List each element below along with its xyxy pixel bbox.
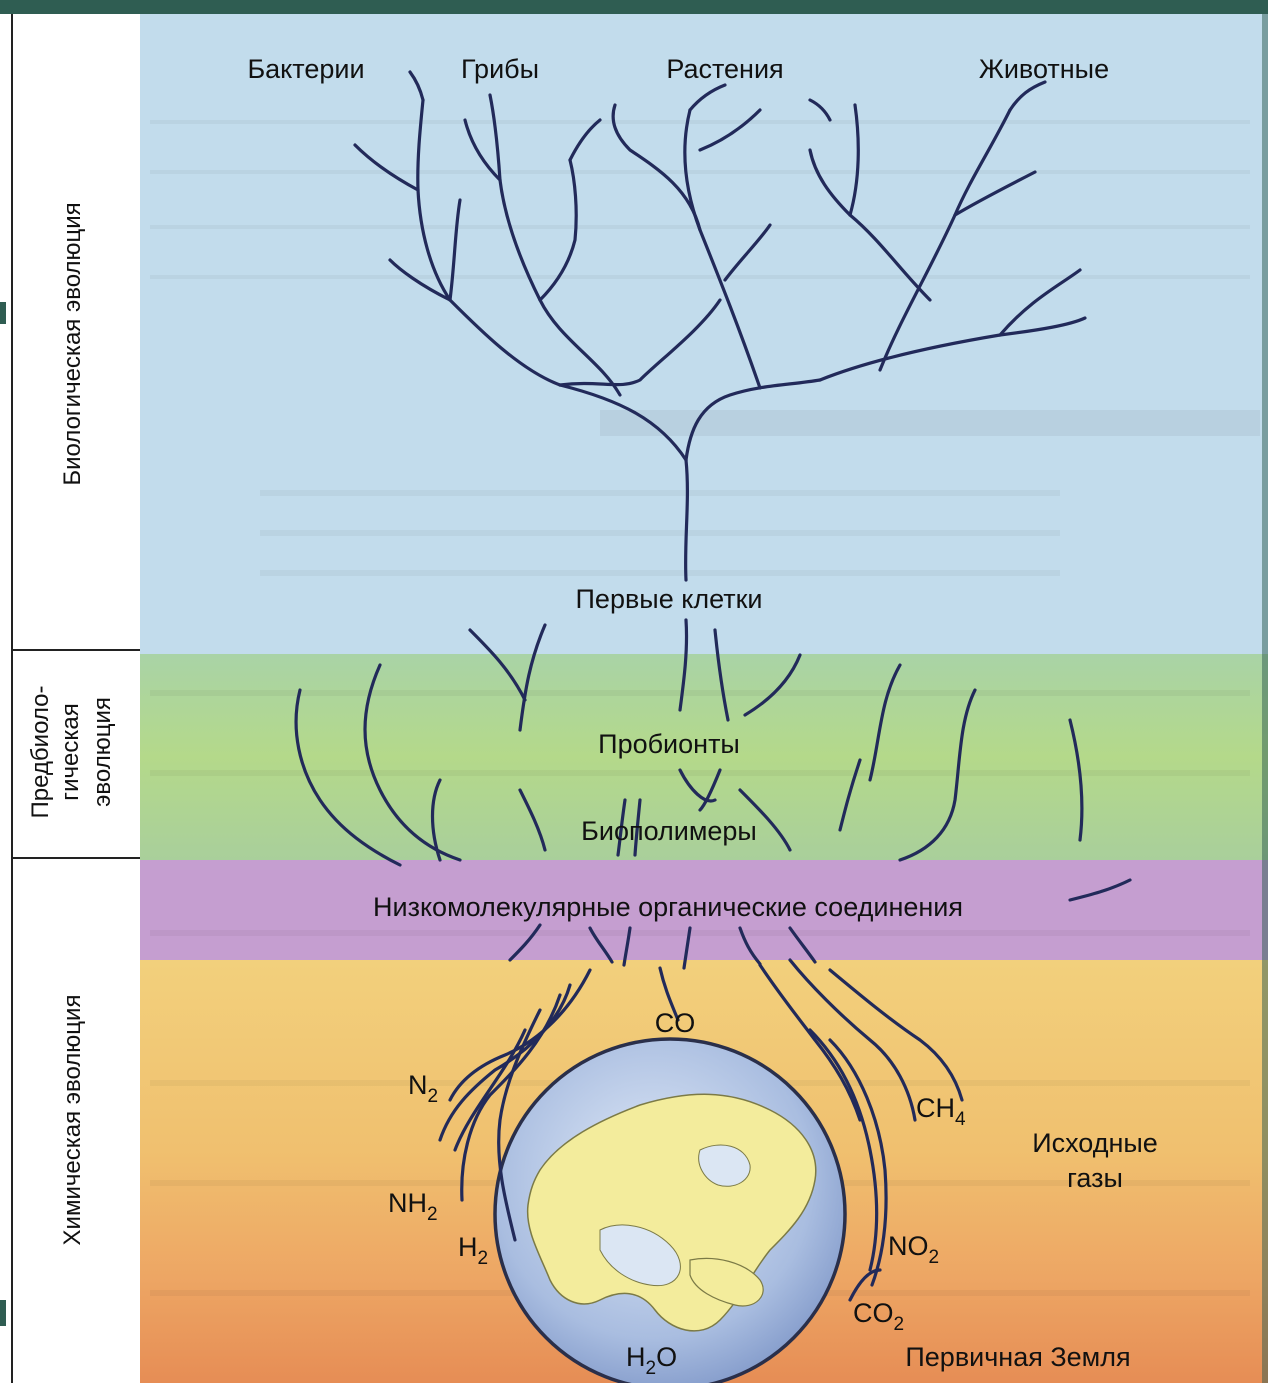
label-source-gases-2: газы [1067,1163,1123,1193]
label-first-cells: Первые клетки [576,584,763,614]
side-label-biological: Биологическая эволюция [59,202,86,485]
right-edge [1262,14,1268,1383]
gas-co2: CO2 [853,1298,904,1335]
gas-h2o: H2O [626,1342,677,1379]
label-animals: Животные [979,54,1109,84]
gas-ch4: CH4 [916,1093,966,1130]
gas-no2: NO2 [888,1231,939,1268]
label-probionts: Пробионты [598,729,740,759]
label-plants: Растения [666,54,783,84]
side-label-prebiological-3: эволюция [89,697,116,807]
label-bacteria: Бактерии [247,54,364,84]
label-organic-compounds: Низкомолекулярные органические соединени… [373,892,963,922]
primary-earth-globe [493,1037,847,1383]
label-fungi: Грибы [461,54,539,84]
gas-co: CO [655,1008,696,1038]
side-label-prebiological-2: гическая [57,703,84,800]
band-biological [140,14,1268,654]
frame-top-bar [0,0,1268,14]
frame-accent-bottom [0,1300,6,1326]
continent-island [689,1257,764,1307]
side-label-prebiological-1: Предбиоло- [27,685,54,818]
label-biopolymers: Биополимеры [581,816,757,846]
label-primary-earth: Первичная Земля [905,1342,1130,1372]
gas-h2: H2 [458,1232,488,1269]
side-label-column [0,0,140,1383]
gas-n2: N2 [408,1070,438,1107]
frame-accent-top [0,302,6,324]
evolution-tree [294,70,1132,1302]
gas-nh2: NH2 [388,1188,438,1225]
band-organic [140,860,1268,960]
side-label-chemical: Химическая эволюция [59,995,86,1246]
label-source-gases-1: Исходные [1032,1128,1158,1158]
